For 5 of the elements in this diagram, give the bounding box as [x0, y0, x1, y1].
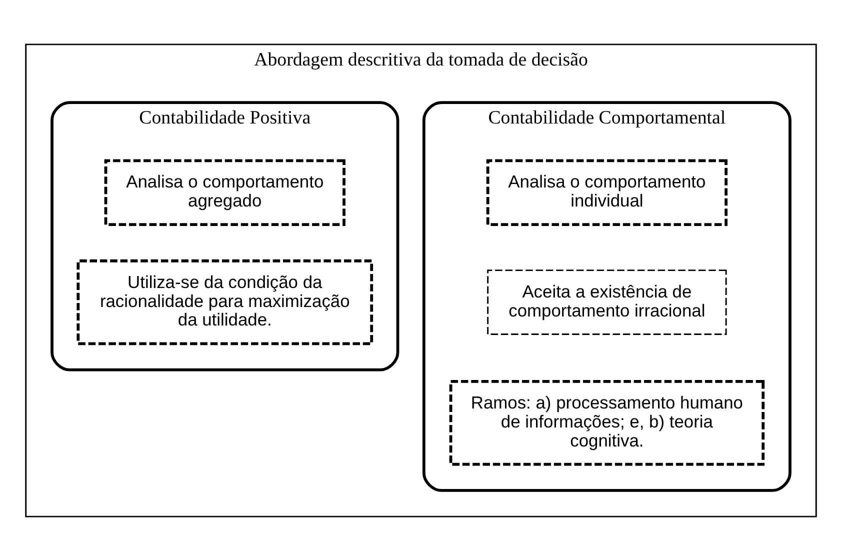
node-box: Utiliza-se da condição da racionalidade para maximização da utilidade. — [76, 258, 374, 345]
node-box: Analisa o comportamento individual — [486, 158, 728, 226]
node-box: Analisa o comportamento agregado — [104, 158, 346, 226]
node-box: Aceita a existência de comportamento irracional — [487, 269, 727, 334]
node-box: Ramos: a) processamento humano de informações; e, b) teoria cognitiva. — [449, 380, 765, 466]
